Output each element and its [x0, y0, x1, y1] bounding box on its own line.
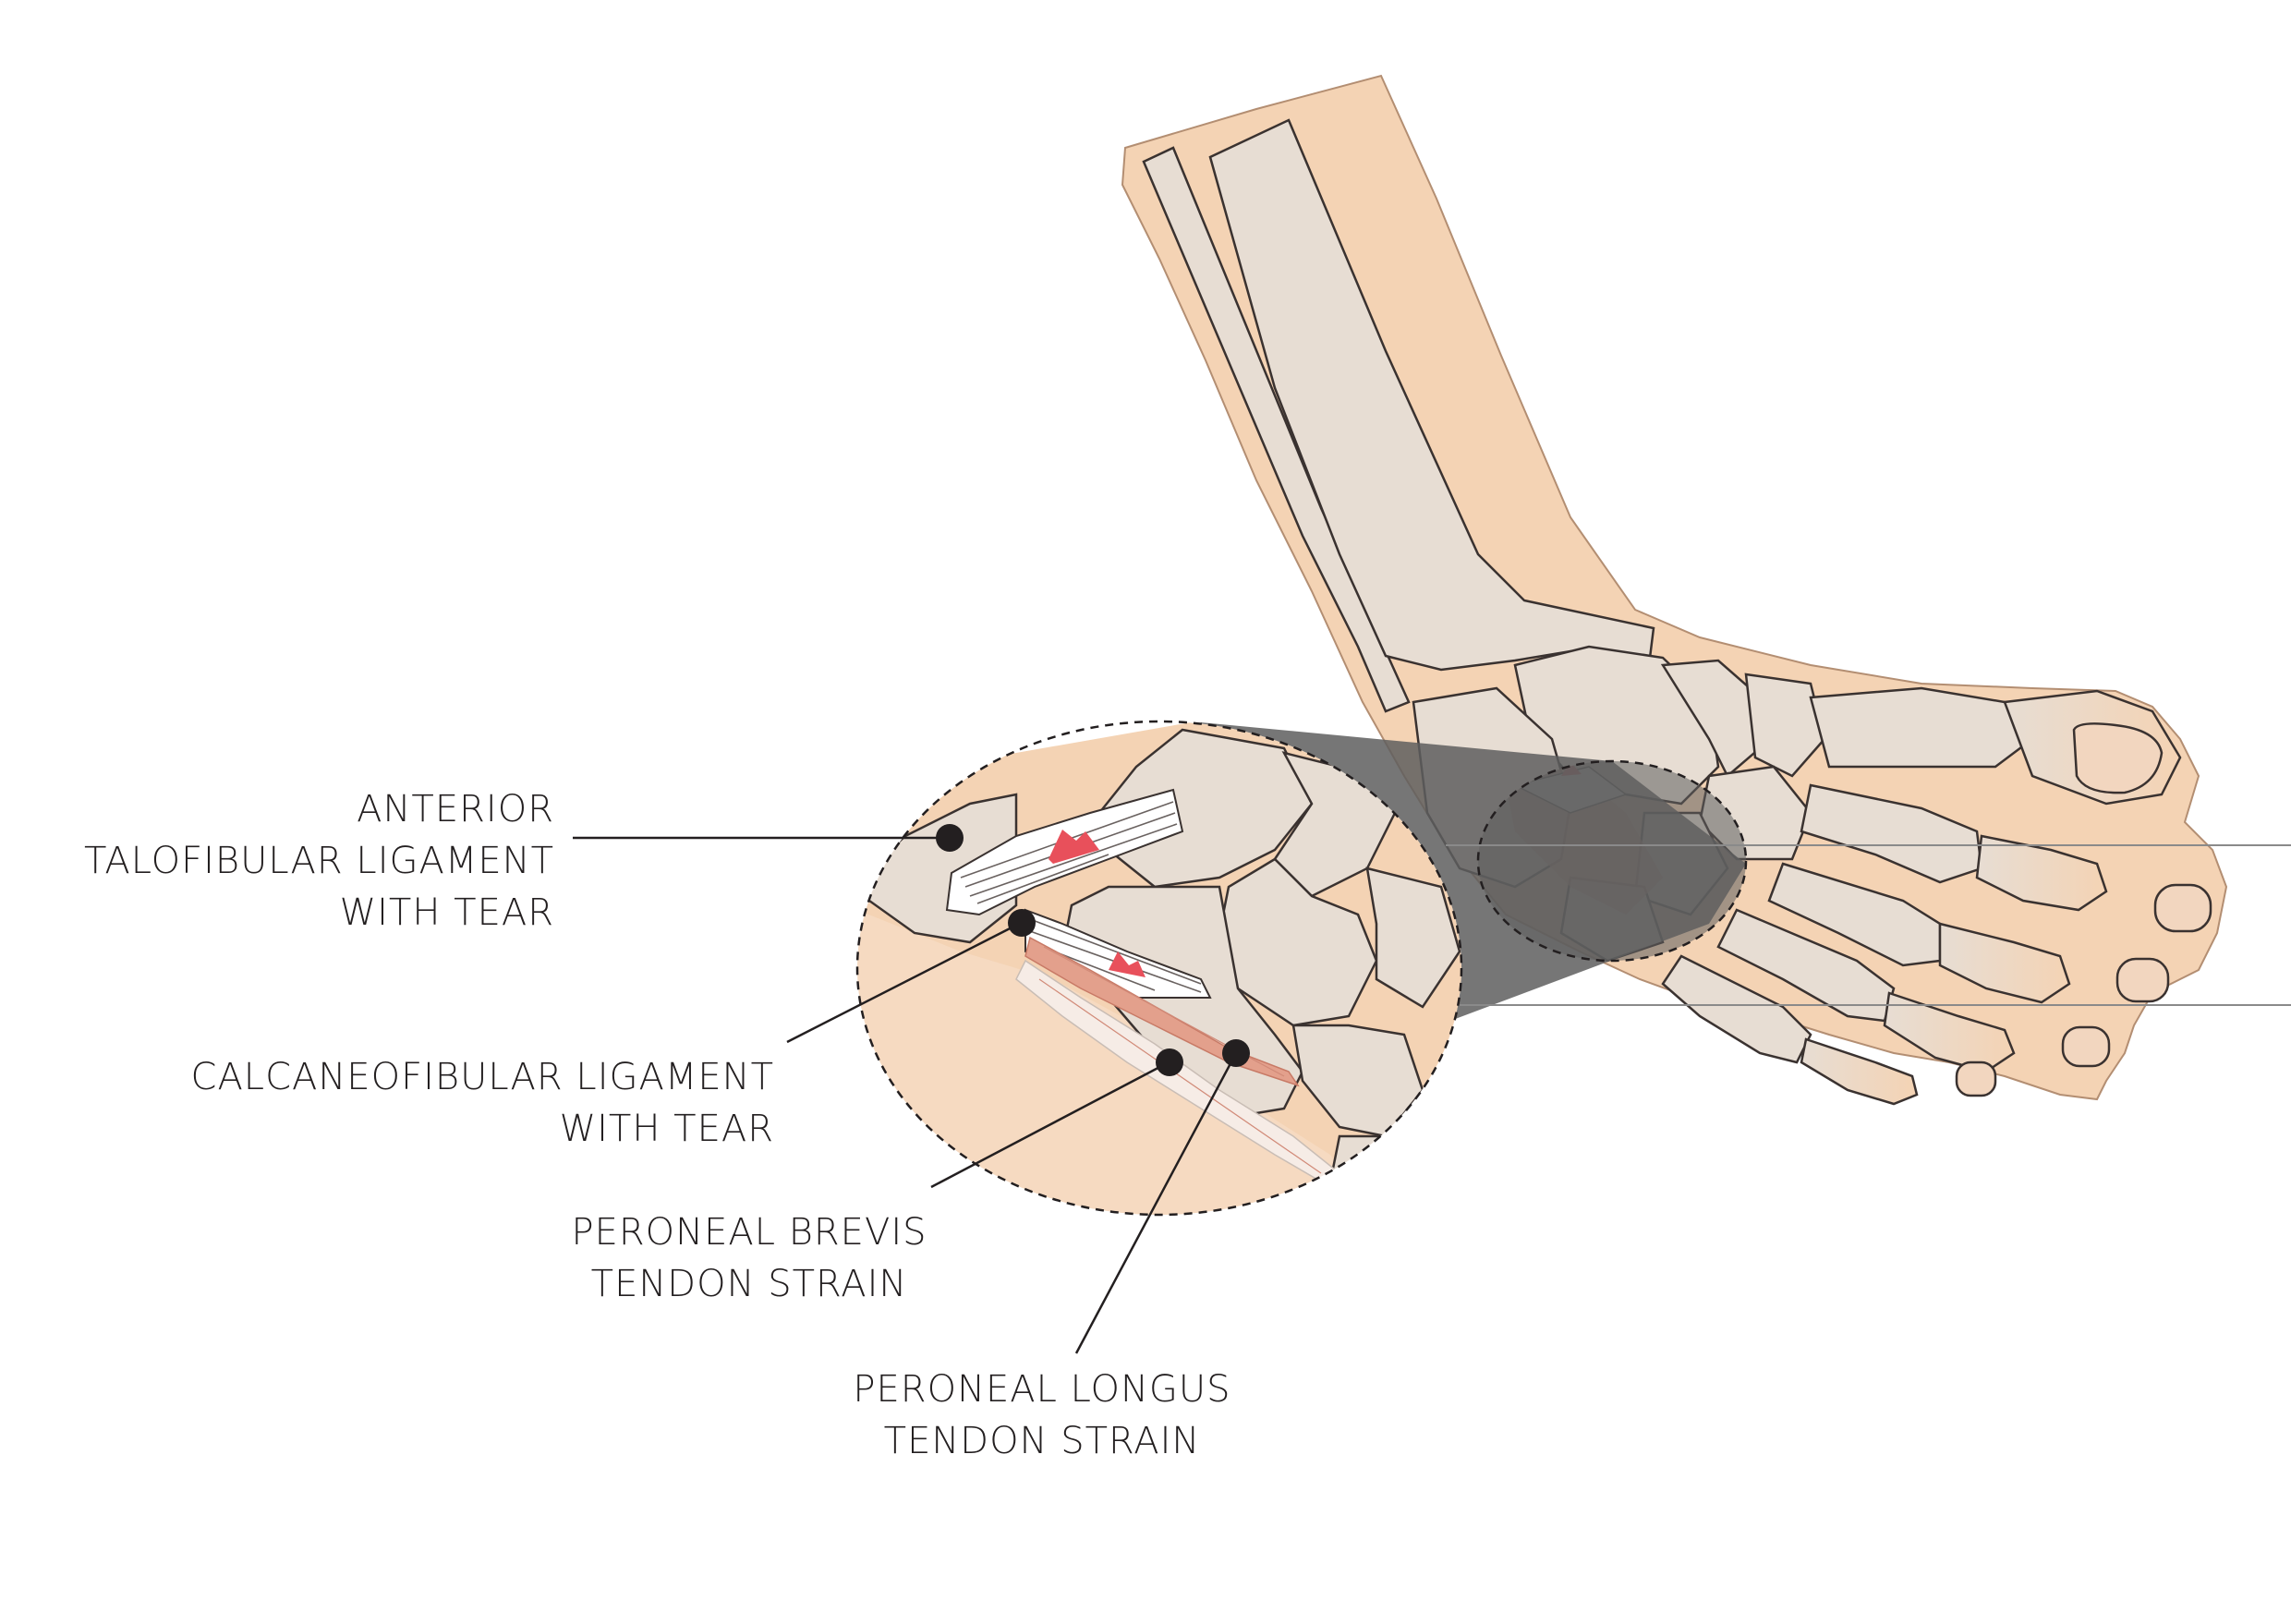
- label-atfl-line2: TALOFIBULAR LIGAMENT: [84, 840, 554, 882]
- small-dashed-circle: [1476, 759, 1748, 963]
- label-cfl-line2: WITH TEAR: [559, 1108, 774, 1150]
- label-brevis-line1: PERONEAL BREVIS: [571, 1211, 927, 1254]
- brevis-marker: [1156, 1048, 1183, 1076]
- cfl-tear-mark: [1109, 951, 1146, 977]
- label-longus: PERONEAL LONGUS TENDON STRAIN: [820, 1363, 1264, 1467]
- label-cfl-line1: CALCANEOFIBULAR LIGAMENT: [190, 1056, 774, 1098]
- label-atfl: ANTERIOR TALOFIBULAR LIGAMENT WITH TEAR: [84, 783, 554, 939]
- cfl-marker: [1008, 909, 1036, 937]
- fibula-bone: [1142, 146, 1411, 713]
- leader-lines: [573, 836, 1238, 1354]
- atfl-tear-mark: [1049, 830, 1099, 864]
- label-atfl-line1: ANTERIOR: [357, 788, 554, 830]
- label-brevis: PERONEAL BREVIS TENDON STRAIN: [552, 1206, 946, 1310]
- longus-marker: [1222, 1039, 1250, 1067]
- zoom-dashed-circle: [855, 720, 1463, 1217]
- atfl-marker: [936, 824, 964, 852]
- label-cfl: CALCANEOFIBULAR LIGAMENT WITH TEAR: [191, 1051, 774, 1155]
- label-longus-line2: TENDON STRAIN: [883, 1420, 1201, 1462]
- cfl-leader: [786, 921, 1022, 1044]
- longus-leader: [1074, 1052, 1238, 1354]
- label-atfl-line3: WITH TEAR: [339, 891, 554, 934]
- label-brevis-line2: TENDON STRAIN: [590, 1263, 908, 1305]
- brevis-leader: [930, 1060, 1170, 1189]
- markers: [936, 824, 1250, 1076]
- metatarsal-bones: [1661, 686, 2034, 1064]
- phalanges: [1800, 689, 2182, 1106]
- label-longus-line1: PERONEAL LONGUS: [853, 1368, 1231, 1411]
- toenails: [1955, 722, 2212, 1097]
- zoomed-detail: [855, 720, 1463, 1217]
